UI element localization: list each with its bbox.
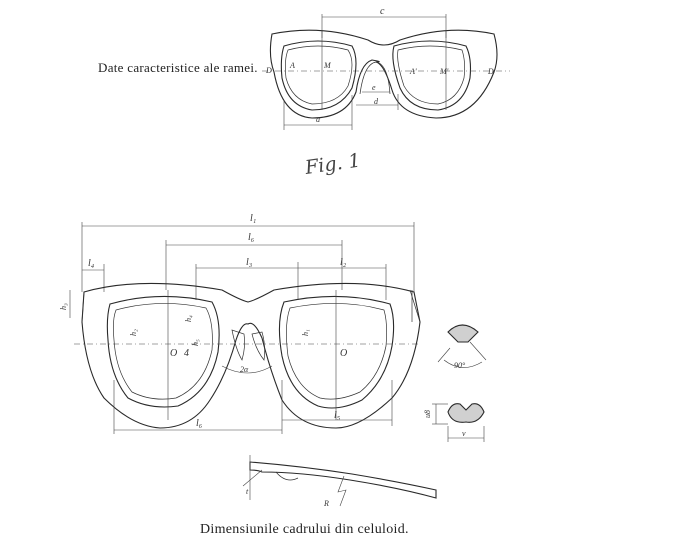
fig1-right-lens — [392, 40, 472, 111]
profile-section-top: 90° — [437, 324, 487, 370]
dim-l6-top-label: l₆ — [248, 232, 255, 243]
dim-l5-label: l₅ — [334, 410, 341, 421]
dim-v-label: v — [462, 429, 466, 438]
dim-c-label: c — [380, 6, 385, 17]
temple-arm-drawing: t R — [242, 455, 437, 508]
dim-u8-label: u8 — [423, 410, 432, 418]
center-O-left: O — [170, 348, 177, 359]
point-D: D — [265, 66, 272, 75]
dim-h1-label: h₁ — [301, 329, 310, 336]
dim-l6-bottom-label: l₆ — [196, 418, 203, 429]
point-A: A — [289, 61, 295, 70]
angle-90-label: 90° — [454, 361, 466, 370]
dim-l1-label: l₁ — [250, 213, 256, 224]
profile-section-bottom: u8 v — [423, 403, 485, 442]
dim-d-label: d — [374, 97, 379, 106]
dim-l2-label: l₂ — [340, 257, 347, 268]
point-A-prime: A' — [409, 67, 417, 76]
dim-e-label: e — [372, 83, 376, 92]
temple-t-label: t — [246, 487, 249, 496]
fig2-left-lens — [106, 295, 220, 408]
point-M: M — [323, 61, 332, 70]
fig2-caption: Dimensiunile cadrului din celuloid. — [200, 522, 409, 537]
fig1-caption: Date caracteristice ale ramei. — [98, 60, 258, 75]
fig2-right-lens — [278, 295, 395, 409]
center-O-right: O — [340, 348, 347, 359]
dim-h2-label: h₂ — [129, 329, 138, 336]
fig1-frame-outline — [269, 29, 498, 119]
fig2-frame-outline — [81, 282, 421, 429]
temple-R-label: R — [323, 499, 329, 508]
dim-a-label: a — [316, 115, 320, 124]
dim-l4-label: l₄ — [88, 258, 95, 269]
dim-l3-label: l₃ — [246, 257, 253, 268]
point-4: 4 — [184, 348, 189, 359]
dim-h5-label: h₅ — [191, 339, 200, 346]
angle-2a-label: 2α — [240, 365, 249, 374]
point-M-prime: M' — [439, 67, 449, 76]
dim-h4-label: h₄ — [184, 315, 193, 322]
fig1-left-lens — [280, 40, 357, 111]
dim-h3-label: h₃ — [59, 303, 68, 310]
point-D-prime: D' — [487, 67, 496, 76]
